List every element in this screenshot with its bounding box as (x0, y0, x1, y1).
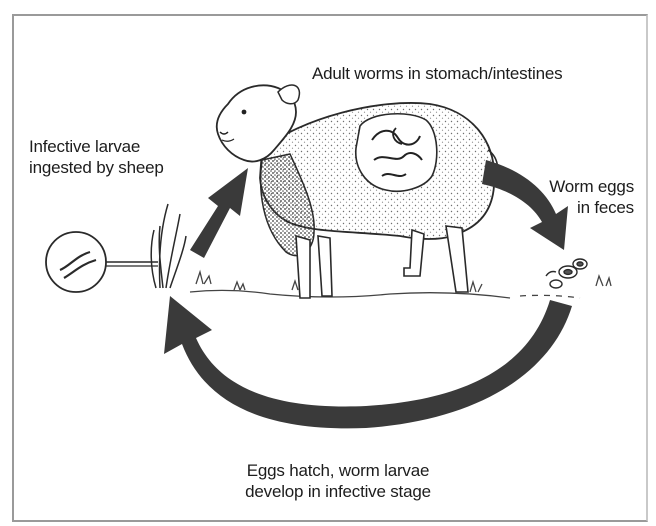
feces-eggs-icon (546, 259, 587, 288)
label-infective-larvae: Infective larvae ingested by sheep (29, 136, 164, 178)
sheep-illustration (217, 85, 498, 298)
ground-line (190, 272, 611, 298)
arrow-larvae-to-sheep (190, 168, 248, 258)
grass-tuft (151, 204, 186, 288)
label-worm-eggs: Worm eggs in feces (524, 176, 634, 218)
stomach-cutaway (356, 114, 437, 191)
label-adult-worms: Adult worms in stomach/intestines (312, 63, 562, 84)
arrow-feces-to-larvae (164, 296, 572, 428)
label-eggs-hatch: Eggs hatch, worm larvae develop in infec… (200, 460, 476, 502)
larvae-magnifier-icon (46, 232, 158, 292)
